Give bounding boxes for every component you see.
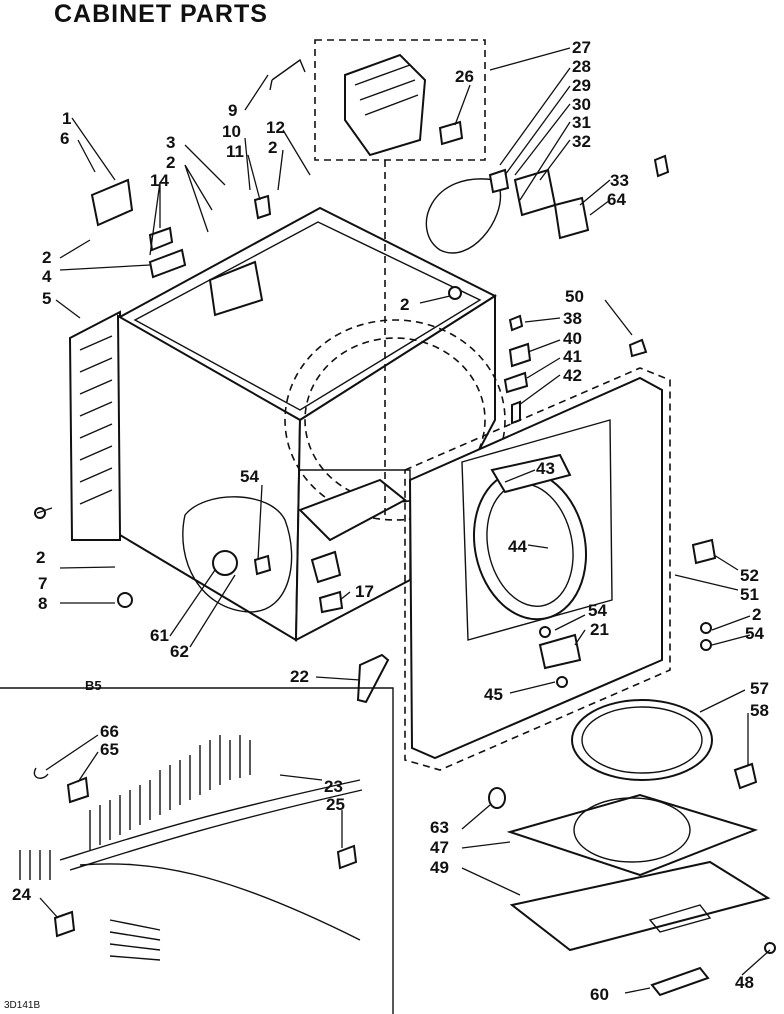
callout-27: 27 bbox=[572, 38, 591, 57]
callout-1: 1 bbox=[62, 109, 71, 128]
harness-inset bbox=[0, 687, 394, 1014]
callout-40: 40 bbox=[563, 329, 582, 348]
callout-3: 3 bbox=[166, 133, 175, 152]
callout-21: 21 bbox=[590, 620, 609, 639]
callout-9: 9 bbox=[228, 101, 237, 120]
callout-38: 38 bbox=[563, 309, 582, 328]
callout-65: 65 bbox=[100, 740, 119, 759]
section-code: B5 bbox=[85, 678, 102, 693]
callout-51: 51 bbox=[740, 585, 759, 604]
callout-62: 62 bbox=[170, 642, 189, 661]
callout-41: 41 bbox=[563, 347, 582, 366]
callout-49: 49 bbox=[430, 858, 449, 877]
callout-2: 2 bbox=[752, 605, 761, 624]
callout-45: 45 bbox=[484, 685, 503, 704]
callout-30: 30 bbox=[572, 95, 591, 114]
callout-57: 57 bbox=[750, 679, 769, 698]
callout-labels: 1 6 2 4 5 14 3 2 9 10 11 12 2 26 27 28 2… bbox=[4, 38, 769, 1011]
callout-26: 26 bbox=[455, 67, 474, 86]
callout-60: 60 bbox=[590, 985, 609, 1004]
callout-64: 64 bbox=[607, 190, 626, 209]
callout-24: 24 bbox=[12, 885, 31, 904]
callout-5: 5 bbox=[42, 289, 51, 308]
callout-2: 2 bbox=[400, 295, 409, 314]
callout-52: 52 bbox=[740, 566, 759, 585]
callout-2: 2 bbox=[42, 248, 51, 267]
page-title: CABINET PARTS bbox=[54, 0, 268, 28]
callout-29: 29 bbox=[572, 76, 591, 95]
callout-48: 48 bbox=[735, 973, 754, 992]
callout-44: 44 bbox=[508, 537, 527, 556]
callout-66: 66 bbox=[100, 722, 119, 741]
callout-23: 23 bbox=[324, 777, 343, 796]
callout-32: 32 bbox=[572, 132, 591, 151]
callout-63: 63 bbox=[430, 818, 449, 837]
callout-42: 42 bbox=[563, 366, 582, 385]
callout-12: 12 bbox=[266, 118, 285, 137]
callout-54: 54 bbox=[745, 624, 764, 643]
callout-47: 47 bbox=[430, 838, 449, 857]
small-parts bbox=[34, 58, 776, 954]
callout-2: 2 bbox=[166, 153, 175, 172]
diagram-number: 3D141B bbox=[4, 1000, 40, 1011]
callout-28: 28 bbox=[572, 57, 591, 76]
callout-54: 54 bbox=[240, 467, 259, 486]
callout-2: 2 bbox=[268, 138, 277, 157]
callout-10: 10 bbox=[222, 122, 241, 141]
callout-6: 6 bbox=[60, 129, 69, 148]
callout-50: 50 bbox=[565, 287, 584, 306]
callout-22: 22 bbox=[290, 667, 309, 686]
cabinet-body bbox=[68, 206, 506, 642]
callout-11: 11 bbox=[226, 142, 244, 161]
callout-7: 7 bbox=[38, 574, 47, 593]
rear-louvers bbox=[79, 335, 113, 505]
callout-4: 4 bbox=[42, 267, 52, 286]
callout-17: 17 bbox=[355, 582, 374, 601]
control-panel-group bbox=[314, 39, 486, 520]
callout-31: 31 bbox=[572, 113, 591, 132]
callout-58: 58 bbox=[750, 701, 769, 720]
callout-25: 25 bbox=[326, 795, 345, 814]
callout-14: 14 bbox=[150, 171, 169, 190]
callout-33: 33 bbox=[610, 171, 629, 190]
callout-54: 54 bbox=[588, 601, 607, 620]
front-panel bbox=[404, 367, 671, 771]
leader-lines bbox=[36, 47, 771, 994]
callout-8: 8 bbox=[38, 594, 47, 613]
callout-61: 61 bbox=[150, 626, 169, 645]
callout-43: 43 bbox=[536, 459, 555, 478]
base-assembly bbox=[488, 699, 771, 997]
callout-2: 2 bbox=[36, 548, 45, 567]
